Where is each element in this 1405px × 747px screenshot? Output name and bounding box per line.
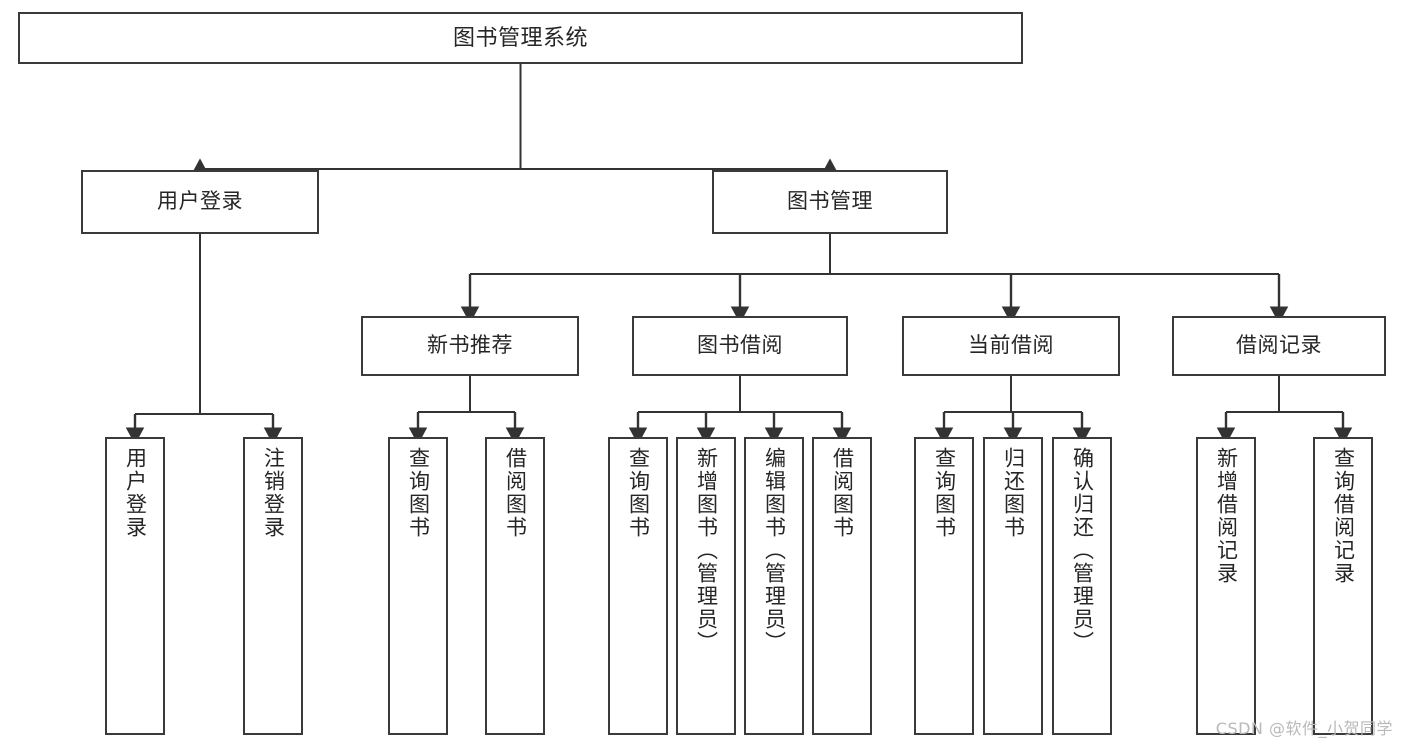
node-label: 归还图书 — [1001, 447, 1025, 539]
node-leaf-bb-query[interactable]: 查询图书 — [608, 437, 668, 735]
node-leaf-bb-add[interactable]: 新增图书（管理员） — [676, 437, 736, 735]
node-label: 注销登录 — [261, 447, 285, 539]
node-label: 查询图书 — [406, 447, 430, 539]
watermark-label: CSDN @软件_小贺同学 — [1215, 719, 1393, 738]
node-label: 借阅图书 — [503, 447, 527, 539]
node-user-login[interactable]: 用户登录 — [81, 170, 319, 234]
node-label: 用户登录 — [123, 447, 147, 539]
node-borrow-record[interactable]: 借阅记录 — [1172, 316, 1386, 376]
node-leaf-br-query[interactable]: 查询借阅记录 — [1313, 437, 1373, 735]
connector-lines — [125, 64, 1353, 445]
node-label: 借阅图书 — [830, 447, 854, 539]
node-root[interactable]: 图书管理系统 — [18, 12, 1023, 64]
node-leaf-cb-query[interactable]: 查询图书 — [914, 437, 974, 735]
node-label: 当前借阅 — [968, 333, 1054, 357]
node-label: 用户登录 — [157, 189, 243, 213]
node-leaf-logout[interactable]: 注销登录 — [243, 437, 303, 735]
node-label: 新增借阅记录 — [1214, 447, 1238, 585]
node-label: 查询图书 — [626, 447, 650, 539]
node-leaf-rec-borrow[interactable]: 借阅图书 — [485, 437, 545, 735]
node-label: 图书管理 — [787, 189, 873, 213]
node-label: 查询借阅记录 — [1331, 447, 1355, 585]
node-label: 确认归还（管理员） — [1070, 447, 1094, 654]
node-leaf-bb-edit[interactable]: 编辑图书（管理员） — [744, 437, 804, 735]
node-current-borrow[interactable]: 当前借阅 — [902, 316, 1120, 376]
node-label: 查询图书 — [932, 447, 956, 539]
node-label: 新增图书（管理员） — [694, 447, 718, 654]
node-label: 借阅记录 — [1236, 333, 1322, 357]
node-leaf-user-login[interactable]: 用户登录 — [105, 437, 165, 735]
node-book-borrow[interactable]: 图书借阅 — [632, 316, 848, 376]
node-leaf-rec-query[interactable]: 查询图书 — [388, 437, 448, 735]
node-label: 图书借阅 — [697, 333, 783, 357]
node-leaf-br-add[interactable]: 新增借阅记录 — [1196, 437, 1256, 735]
node-leaf-bb-borrow[interactable]: 借阅图书 — [812, 437, 872, 735]
node-label: 新书推荐 — [427, 333, 513, 357]
node-leaf-cb-confirm[interactable]: 确认归还（管理员） — [1052, 437, 1112, 735]
node-label: 图书管理系统 — [452, 25, 588, 51]
node-new-book-rec[interactable]: 新书推荐 — [361, 316, 579, 376]
node-book-manage[interactable]: 图书管理 — [712, 170, 948, 234]
node-leaf-cb-return[interactable]: 归还图书 — [983, 437, 1043, 735]
node-label: 编辑图书（管理员） — [762, 447, 786, 654]
